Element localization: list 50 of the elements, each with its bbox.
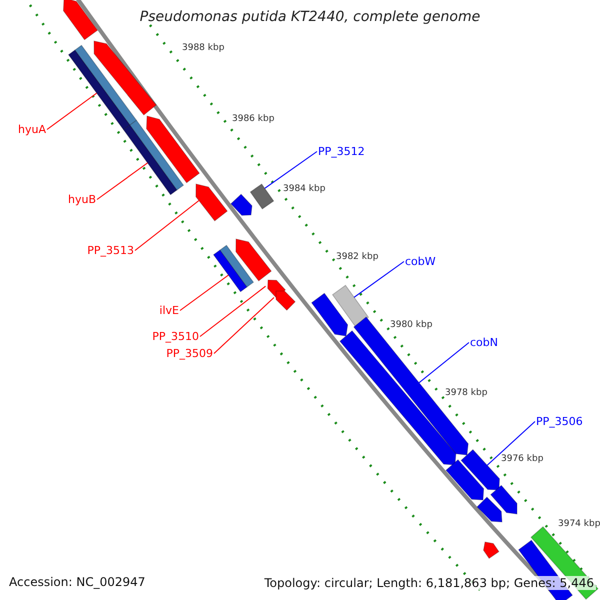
gene-feature <box>276 290 296 311</box>
gene-label: PP_3513 <box>87 245 134 256</box>
title: Pseudomonas putida KT2440, complete genome <box>140 10 480 24</box>
genome-stats-text: Topology: circular; Length: 6,181,863 bp; Genes: 5,446 <box>262 576 596 590</box>
leader-line <box>264 151 318 189</box>
gene-label: PP_3509 <box>166 348 213 359</box>
gene-feature <box>122 120 184 196</box>
scale-label: 3988 kbp <box>182 44 224 53</box>
leader-line <box>180 274 229 311</box>
leader-line <box>46 92 98 130</box>
gene-label: PP_3510 <box>152 331 199 342</box>
gene-feature <box>332 284 370 328</box>
gene-feature <box>146 115 200 184</box>
gene-label: PP_3512 <box>318 146 365 157</box>
gene-feature <box>68 44 138 130</box>
gene-feature <box>483 542 500 559</box>
gene-feature <box>230 194 252 216</box>
gene-feature <box>63 0 98 40</box>
gene-label: PP_3506 <box>536 416 583 427</box>
gene-label: cobW <box>405 256 436 267</box>
scale-label: 3984 kbp <box>283 185 326 194</box>
gene-feature <box>236 238 272 282</box>
scale-label: 3974 kbp <box>558 520 600 529</box>
gene-feature <box>460 449 500 490</box>
gene-feature <box>196 184 228 222</box>
leader-line <box>354 261 404 298</box>
scale-label: 3976 kbp <box>501 455 544 464</box>
accession-text: Accession: NC_002947 <box>9 576 146 588</box>
scale-label: 3980 kbp <box>390 321 432 330</box>
gene-label: hyuB <box>68 194 96 205</box>
leader-line <box>486 421 536 466</box>
gene-feature <box>212 244 254 292</box>
gene-label: ilvE <box>159 305 179 316</box>
gene-label: cobN <box>470 337 498 348</box>
gene-feature <box>250 183 274 210</box>
gene-feature <box>476 496 502 522</box>
gene-feature <box>311 292 348 336</box>
leader-line <box>214 297 274 354</box>
leader-line <box>200 286 266 337</box>
gene-feature <box>490 484 518 514</box>
gene-feature <box>94 40 157 116</box>
scale-label: 3986 kbp <box>232 115 274 124</box>
gene-feature <box>445 459 484 500</box>
leader-line <box>418 342 470 384</box>
gene-feature <box>353 316 469 456</box>
leader-line <box>96 162 148 200</box>
gene-label: hyuA <box>18 124 46 135</box>
leader-line <box>134 200 200 251</box>
scale-label: 3982 kbp <box>336 253 378 262</box>
scale-label: 3978 kbp <box>445 389 488 398</box>
